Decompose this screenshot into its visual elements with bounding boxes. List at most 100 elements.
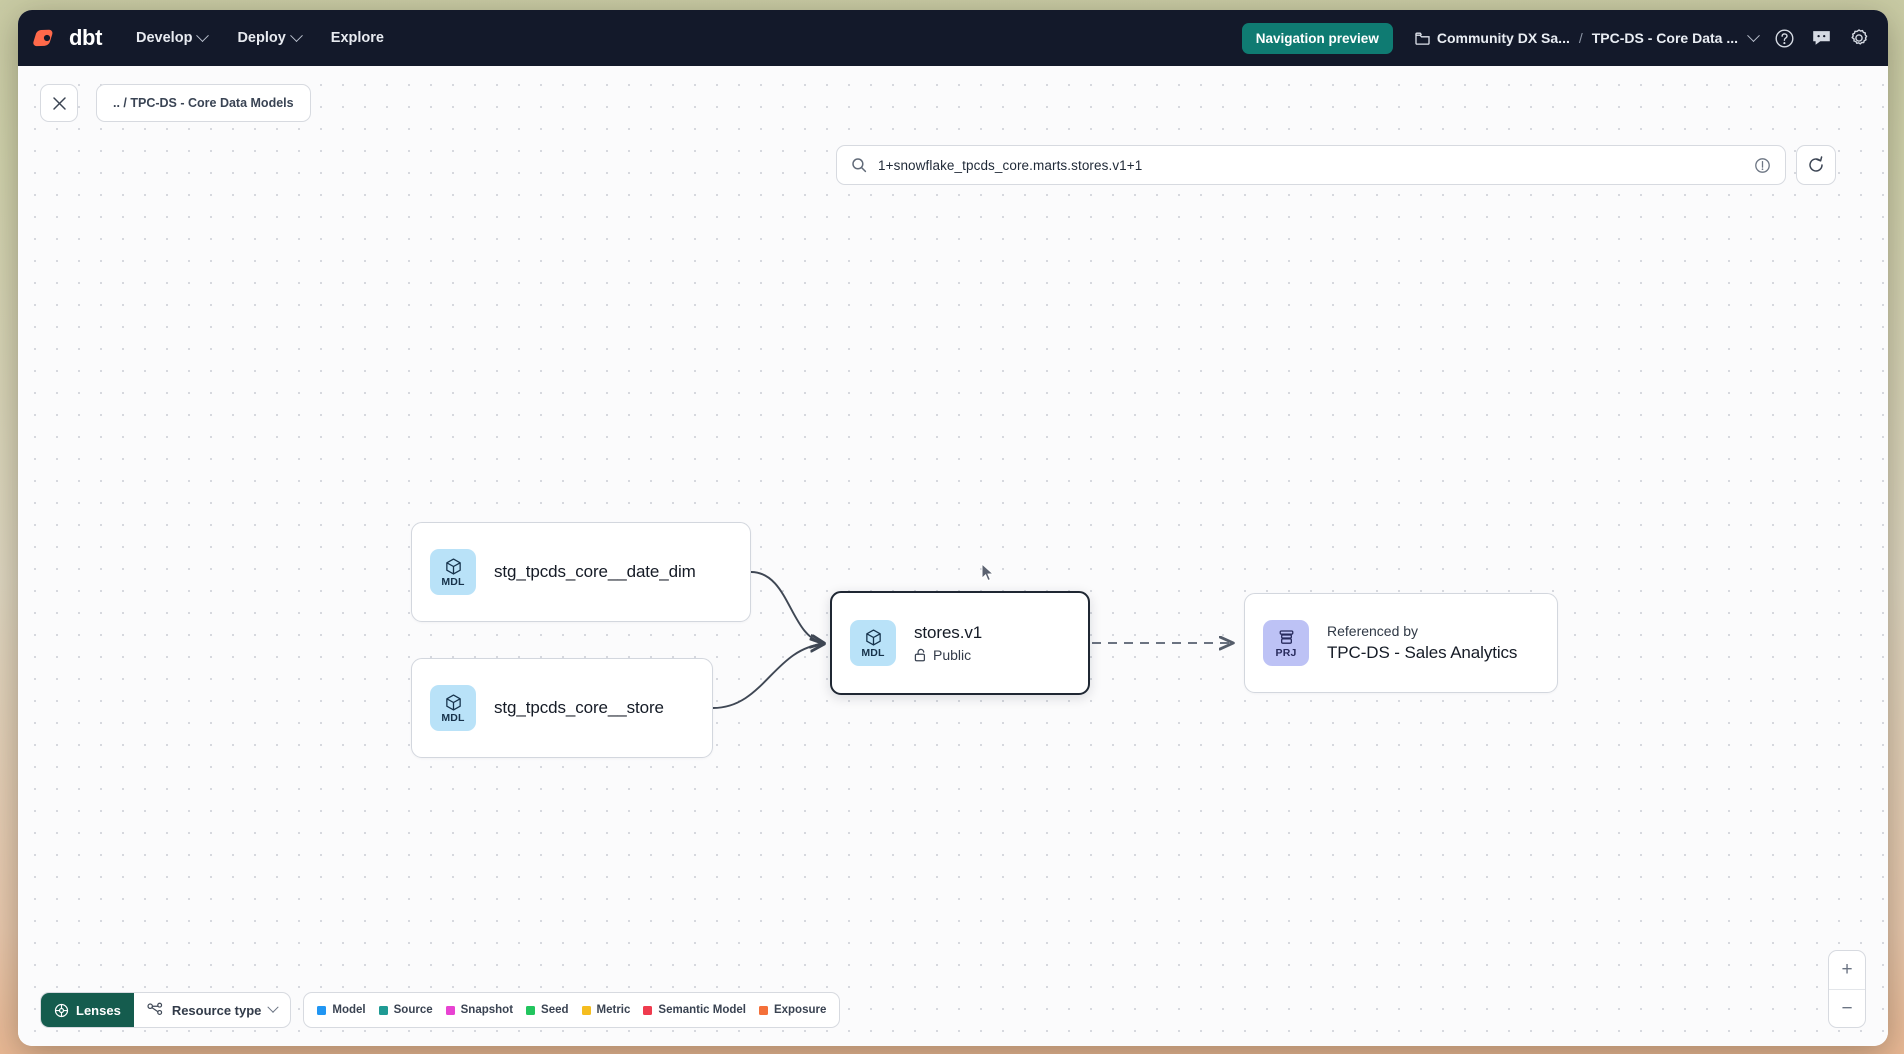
- unlock-icon: [914, 648, 927, 662]
- feedback-chat-icon[interactable]: [1811, 28, 1832, 48]
- search-icon: [851, 157, 867, 173]
- refresh-button[interactable]: [1796, 145, 1836, 185]
- breadcrumb-project[interactable]: TPC-DS - Core Data ...: [1591, 28, 1760, 46]
- legend-swatch: [378, 1005, 388, 1015]
- close-button[interactable]: [40, 84, 78, 122]
- legend-label: Snapshot: [460, 1004, 514, 1016]
- legend-item-source: Source: [378, 1004, 433, 1016]
- chevron-down-icon: [1747, 28, 1760, 42]
- lineage-node-referenced-by-project[interactable]: PRJ Referenced by TPC-DS - Sales Analyti…: [1244, 593, 1558, 693]
- legend-label: Semantic Model: [658, 1004, 746, 1016]
- node-label-group: stg_tpcds_core__store: [494, 698, 664, 718]
- lenses-button-label: Lenses: [76, 1002, 121, 1018]
- gear-icon[interactable]: [1848, 27, 1870, 49]
- lineage-canvas[interactable]: .. / TPC-DS - Core Data Models 1+snowfla…: [18, 66, 1888, 1046]
- legend-swatch: [445, 1005, 455, 1015]
- lineage-search-area: 1+snowflake_tpcds_core.marts.stores.v1+1: [836, 145, 1836, 185]
- cube-icon: [444, 693, 463, 712]
- lineage-bottom-bar: Lenses Resource type: [40, 992, 841, 1028]
- node-title: TPC-DS - Sales Analytics: [1327, 643, 1518, 662]
- resource-type-legend: Model Source Snapshot Seed Metric: [303, 992, 841, 1028]
- breadcrumb-account-label: Community DX Sa...: [1436, 30, 1570, 46]
- lenses-button[interactable]: Lenses: [41, 993, 134, 1027]
- dbt-logo-text: dbt: [69, 25, 103, 50]
- lens-control-group: Lenses Resource type: [40, 992, 292, 1028]
- project-stack-icon: [1277, 628, 1296, 647]
- lineage-toolbar: .. / TPC-DS - Core Data Models: [18, 66, 1888, 140]
- navigation-preview-badge[interactable]: Navigation preview: [1241, 22, 1393, 54]
- nav-item-develop-label: Develop: [136, 30, 193, 46]
- cube-icon: [864, 628, 883, 647]
- folder-icon: [1415, 32, 1430, 45]
- legend-label: Seed: [541, 1004, 569, 1016]
- top-navigation-bar: dbt Develop Deploy Explore Navigation pr…: [18, 10, 1888, 66]
- resource-badge-label: PRJ: [1275, 646, 1297, 659]
- nav-item-deploy[interactable]: Deploy: [237, 28, 303, 46]
- search-input-container[interactable]: 1+snowflake_tpcds_core.marts.stores.v1+1: [836, 145, 1786, 185]
- resource-badge-model: MDL: [430, 685, 476, 731]
- cube-icon: [444, 557, 463, 576]
- lineage-node-stg-tpcds-core-store[interactable]: MDL stg_tpcds_core__store: [411, 658, 713, 758]
- node-title: stg_tpcds_core__date_dim: [494, 562, 696, 581]
- resource-type-dropdown[interactable]: Resource type: [134, 993, 291, 1027]
- chevron-down-icon: [267, 1001, 280, 1013]
- resource-badge-model: MDL: [430, 549, 476, 595]
- legend-label: Metric: [596, 1004, 631, 1016]
- node-label-group: stores.v1 Public: [914, 623, 982, 663]
- chevron-down-icon: [196, 28, 210, 42]
- nav-item-deploy-label: Deploy: [237, 30, 286, 46]
- legend-item-model: Model: [317, 1004, 366, 1016]
- lens-icon: [54, 1003, 69, 1018]
- legend-swatch: [317, 1005, 327, 1015]
- dbt-logo-icon: [32, 25, 62, 51]
- dbt-logo[interactable]: dbt: [32, 25, 102, 51]
- nav-breadcrumb: Community DX Sa... / TPC-DS - Core Data …: [1415, 28, 1760, 46]
- legend-item-metric: Metric: [581, 1004, 631, 1016]
- resource-badge-label: MDL: [861, 646, 885, 659]
- node-eyebrow: Referenced by: [1327, 623, 1419, 639]
- node-access-row: Public: [914, 647, 982, 663]
- breadcrumb-project-label: TPC-DS - Core Data ...: [1591, 30, 1738, 46]
- lineage-node-stg-tpcds-core-date-dim[interactable]: MDL stg_tpcds_core__date_dim: [411, 522, 751, 622]
- mouse-cursor: [981, 563, 995, 583]
- legend-label: Source: [393, 1004, 433, 1016]
- info-circle-icon[interactable]: [1754, 157, 1771, 174]
- breadcrumb-separator: /: [1578, 30, 1583, 46]
- search-input[interactable]: 1+snowflake_tpcds_core.marts.stores.v1+1: [878, 157, 1143, 173]
- zoom-controls: + −: [1828, 950, 1866, 1028]
- node-access-label: Public: [933, 647, 972, 663]
- legend-swatch: [643, 1005, 653, 1015]
- edge-store-to-stores: [712, 644, 824, 709]
- legend-item-exposure: Exposure: [758, 1004, 827, 1016]
- legend-swatch: [581, 1005, 591, 1015]
- close-icon: [52, 96, 67, 111]
- legend-swatch: [526, 1005, 536, 1015]
- chevron-down-icon: [289, 28, 303, 42]
- breadcrumb-account[interactable]: Community DX Sa...: [1415, 30, 1570, 46]
- node-title: stores.v1: [914, 623, 983, 642]
- legend-item-snapshot: Snapshot: [445, 1004, 514, 1016]
- resource-badge-model: MDL: [850, 620, 896, 666]
- refresh-icon: [1807, 156, 1825, 174]
- breadcrumb-chip[interactable]: .. / TPC-DS - Core Data Models: [96, 84, 311, 122]
- node-label-group: Referenced by TPC-DS - Sales Analytics: [1327, 623, 1517, 663]
- nav-item-explore[interactable]: Explore: [331, 30, 384, 46]
- resource-badge-label: MDL: [441, 711, 465, 724]
- resource-type-label: Resource type: [171, 1002, 262, 1018]
- zoom-out-button[interactable]: −: [1829, 989, 1865, 1027]
- legend-item-seed: Seed: [526, 1004, 569, 1016]
- zoom-in-button[interactable]: +: [1841, 959, 1853, 980]
- graph-nodes-icon: [147, 1002, 164, 1018]
- legend-item-semantic-model: Semantic Model: [643, 1004, 746, 1016]
- resource-badge-project: PRJ: [1263, 620, 1309, 666]
- help-circle-icon[interactable]: [1774, 28, 1795, 49]
- legend-label: Model: [332, 1004, 366, 1016]
- nav-item-develop[interactable]: Develop: [136, 28, 210, 46]
- legend-swatch: [758, 1005, 768, 1015]
- lineage-node-stores-v1[interactable]: MDL stores.v1 Public: [830, 591, 1090, 695]
- node-label-group: stg_tpcds_core__date_dim: [494, 562, 696, 582]
- edge-date-dim-to-stores: [750, 571, 824, 643]
- legend-label: Exposure: [773, 1004, 827, 1016]
- node-title: stg_tpcds_core__store: [494, 698, 664, 717]
- nav-item-explore-label: Explore: [330, 30, 384, 46]
